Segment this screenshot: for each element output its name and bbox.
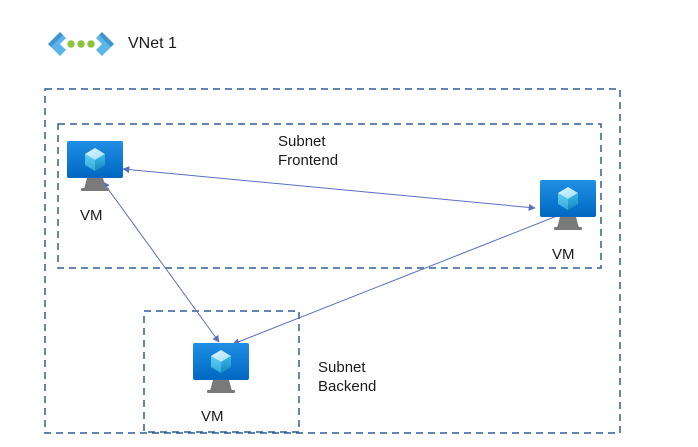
connector-frontend-vm-to-frontend-vm [122, 166, 536, 211]
vm-frontend-left-label: VM [80, 207, 103, 224]
connector-frontend-right-vm-to-backend-vm [232, 215, 558, 345]
subnet-frontend-label-line2: Frontend [278, 152, 339, 169]
subnet-frontend-label-line1: Subnet [278, 133, 326, 150]
subnet-backend-boundary [143, 310, 300, 433]
virtual-machine-icon [193, 343, 249, 393]
subnet-backend-label-line1: Subnet [318, 359, 366, 376]
vm-backend-label: VM [201, 408, 224, 425]
vm-frontend-right-label: VM [552, 246, 575, 263]
subnet-frontend-label: Subnet Frontend [278, 132, 338, 170]
vnet-icon [48, 32, 114, 56]
subnet-backend-label: Subnet Backend [318, 358, 376, 396]
vnet-boundary [44, 88, 621, 434]
vnet-title: VNet 1 [128, 35, 177, 52]
subnet-backend-label-line2: Backend [318, 378, 377, 395]
subnet-frontend-boundary [57, 123, 602, 269]
connector-frontend-vm-to-backend-vm [102, 181, 220, 343]
virtual-machine-icon [67, 141, 123, 191]
virtual-machine-icon [540, 180, 596, 230]
